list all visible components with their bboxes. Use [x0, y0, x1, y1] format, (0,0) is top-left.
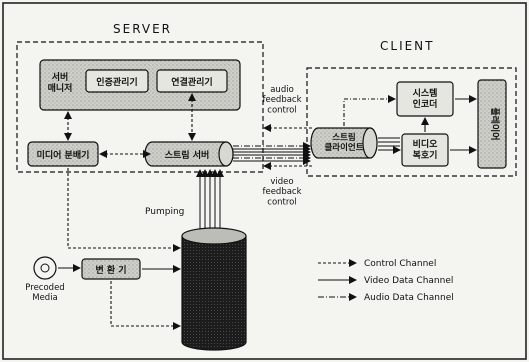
legend-video-label: Video Data Channel	[364, 276, 453, 286]
database-cylinder-icon	[181, 227, 247, 351]
converter-label: 변 환 기	[95, 264, 126, 276]
client-group	[306, 67, 517, 177]
system-encoder-box	[396, 81, 454, 117]
connection-manager-label: 연결관리기	[171, 76, 212, 88]
server-title: SERVER	[113, 22, 172, 36]
disc-icon	[33, 256, 57, 280]
legend-audio-label: Audio Data Channel	[364, 293, 454, 303]
server-group	[16, 41, 264, 173]
player-label: 플레이어	[489, 107, 501, 140]
player-box	[477, 79, 507, 169]
legend-control-label: Control Channel	[364, 259, 436, 269]
legend: Control Channel Video Data Channel Audio…	[318, 259, 454, 303]
client-to-encoder-arrow	[343, 95, 396, 126]
converter-storage-control	[110, 281, 181, 330]
auth-manager-label: 인증관리기	[96, 76, 137, 88]
connection-manager-box	[156, 69, 228, 93]
video-decoder-box	[401, 133, 449, 167]
client-title: CLIENT	[380, 39, 435, 53]
auth-manager-box	[85, 69, 149, 93]
pumping-label: Pumping	[145, 207, 184, 217]
converter-box	[81, 258, 141, 280]
media-separator-label: 미디어 분배기	[37, 149, 90, 161]
separator-storage-control	[67, 168, 181, 252]
media-separator-box	[27, 141, 99, 167]
streaming-server-label: 스트림 서버	[165, 149, 210, 161]
